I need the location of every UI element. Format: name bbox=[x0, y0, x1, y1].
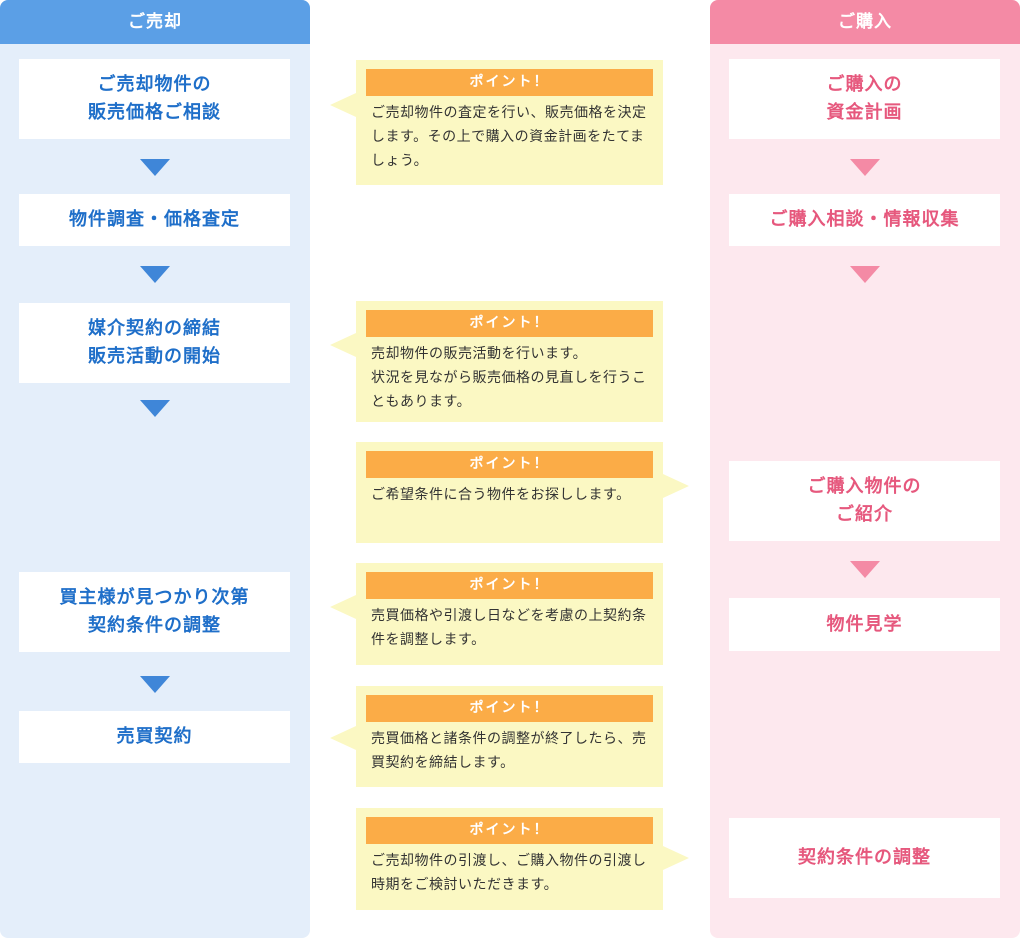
sell-column-header: ご売却 bbox=[0, 0, 310, 44]
point-label: ポイント！ bbox=[366, 451, 653, 478]
point-callout: ポイント！ ご希望条件に合う物件をお探しします。 bbox=[356, 442, 689, 543]
point-label: ポイント！ bbox=[366, 69, 653, 96]
callout-pointer-right-icon bbox=[663, 846, 689, 870]
callout-pointer-left-icon bbox=[330, 726, 356, 750]
buy-arrow-down-icon bbox=[850, 561, 880, 578]
point-text: 売却物件の販売活動を行います。 状況を見ながら販売価格の見直しを行うこともありま… bbox=[371, 346, 647, 410]
point-callout: ポイント！ 売買価格や引渡し日などを考慮の上契約条件を調整します。 bbox=[330, 563, 663, 665]
callout-pointer-left-icon bbox=[330, 93, 356, 117]
buy-step-contract-conditions: 契約条件の調整 bbox=[729, 818, 1000, 898]
callout-pointer-left-icon bbox=[330, 333, 356, 357]
buy-step-viewing: 物件見学 bbox=[729, 598, 1000, 651]
point-label: ポイント！ bbox=[366, 310, 653, 337]
point-callout: ポイント！ ご売却物件の引渡し、ご購入物件の引渡し時期をご検討いただきます。 bbox=[356, 808, 689, 910]
point-callout: ポイント！ 売却物件の販売活動を行います。 状況を見ながら販売価格の見直しを行う… bbox=[330, 301, 663, 422]
sell-step-appraisal: 物件調査・価格査定 bbox=[19, 194, 290, 246]
point-callout: ポイント！ 売買価格と諸条件の調整が終了したら、売買契約を締結します。 bbox=[330, 686, 663, 787]
sell-step-price-consultation: ご売却物件の 販売価格ご相談 bbox=[19, 59, 290, 139]
buy-arrow-down-icon bbox=[850, 266, 880, 283]
sell-step-contract-conditions: 買主様が見つかり次第 契約条件の調整 bbox=[19, 572, 290, 652]
buy-step-property-introduction: ご購入物件の ご紹介 bbox=[729, 461, 1000, 541]
buy-column-header: ご購入 bbox=[710, 0, 1020, 44]
point-label: ポイント！ bbox=[366, 695, 653, 722]
buy-step-funding-plan: ご購入の 資金計画 bbox=[729, 59, 1000, 139]
sell-arrow-down-icon bbox=[140, 676, 170, 693]
callout-pointer-right-icon bbox=[663, 474, 689, 498]
sell-step-sales-contract: 売買契約 bbox=[19, 711, 290, 763]
sell-arrow-down-icon bbox=[140, 266, 170, 283]
point-text: ご希望条件に合う物件をお探しします。 bbox=[371, 487, 631, 503]
sell-arrow-down-icon bbox=[140, 159, 170, 176]
point-callout: ポイント！ ご売却物件の査定を行い、販売価格を決定します。その上で購入の資金計画… bbox=[330, 60, 663, 185]
buy-arrow-down-icon bbox=[850, 159, 880, 176]
sell-step-brokerage-contract: 媒介契約の締結 販売活動の開始 bbox=[19, 303, 290, 383]
sell-arrow-down-icon bbox=[140, 400, 170, 417]
buy-step-consultation: ご購入相談・情報収集 bbox=[729, 194, 1000, 246]
point-text: ご売却物件の引渡し、ご購入物件の引渡し時期をご検討いただきます。 bbox=[371, 853, 647, 893]
point-label: ポイント！ bbox=[366, 817, 653, 844]
point-label: ポイント！ bbox=[366, 572, 653, 599]
point-text: ご売却物件の査定を行い、販売価格を決定します。その上で購入の資金計画をたてましょ… bbox=[371, 105, 647, 169]
point-text: 売買価格と諸条件の調整が終了したら、売買契約を締結します。 bbox=[371, 731, 647, 771]
sell-column: ご売却 bbox=[0, 0, 310, 938]
point-text: 売買価格や引渡し日などを考慮の上契約条件を調整します。 bbox=[371, 608, 647, 648]
callout-pointer-left-icon bbox=[330, 595, 356, 619]
